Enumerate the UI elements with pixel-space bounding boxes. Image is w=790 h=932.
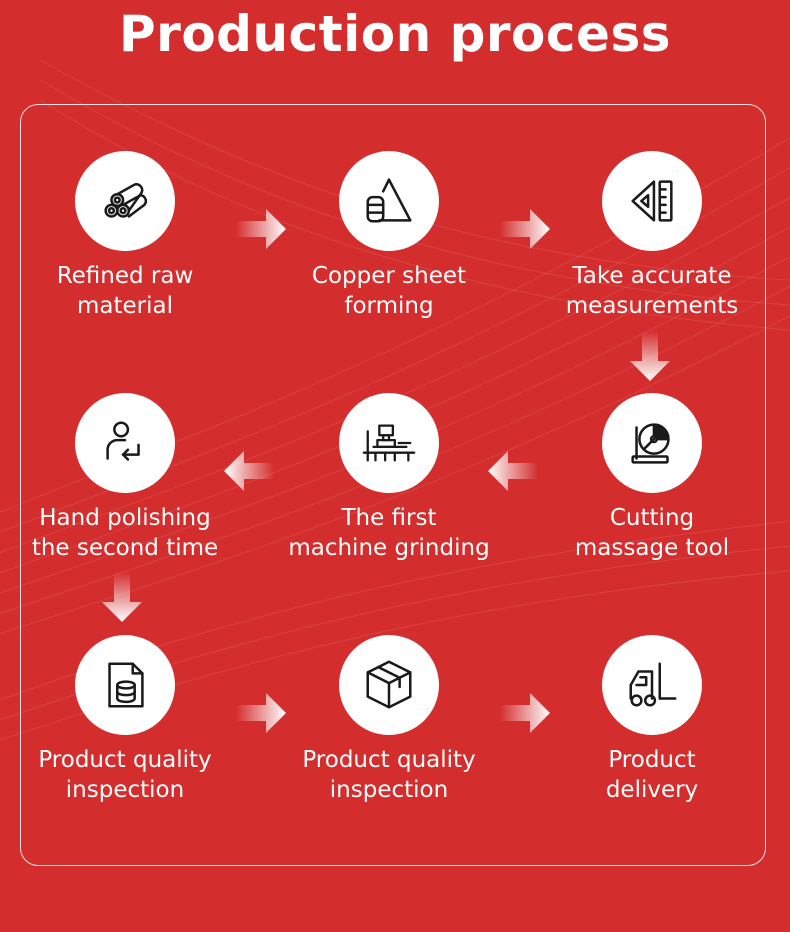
- arrow-right-icon: [500, 693, 550, 733]
- step-icon-circle: [339, 151, 439, 251]
- step-icon-circle: [602, 393, 702, 493]
- arrow-right-icon: [500, 209, 550, 249]
- step-label: Product quality inspection: [38, 747, 212, 803]
- grinding-machine-icon: [362, 424, 416, 462]
- arrow-left-icon: [224, 451, 274, 491]
- step-label: Cutting massage tool: [574, 505, 730, 561]
- arrow-down-icon: [102, 572, 142, 622]
- ruler-triangle-icon: [631, 180, 673, 222]
- step-icon-circle: [75, 635, 175, 735]
- process-panel: [20, 104, 766, 866]
- pipes-icon: [104, 183, 148, 218]
- step-label: The first machine grinding: [288, 505, 490, 561]
- arrow-right-icon: [236, 209, 286, 249]
- step-label: Hand polishing the second time: [31, 505, 219, 561]
- page-title: Production process: [119, 5, 671, 63]
- step-icon-circle: [75, 151, 175, 251]
- worker-return-icon: [106, 421, 140, 461]
- step-label: Product quality inspection: [302, 747, 476, 803]
- cone-barrel-icon: [366, 178, 412, 223]
- forklift-icon: [629, 662, 677, 707]
- step-icon-circle: [602, 635, 702, 735]
- step-label: Refined raw material: [56, 263, 194, 319]
- step-label: Copper sheet forming: [311, 263, 467, 319]
- step-icon-circle: [339, 635, 439, 735]
- step-icon-circle: [602, 151, 702, 251]
- step-icon-circle: [339, 393, 439, 493]
- step-icon-circle: [75, 393, 175, 493]
- step-label: Take accurate measurements: [565, 263, 739, 319]
- arrow-right-icon: [236, 693, 286, 733]
- document-database-icon: [108, 662, 144, 708]
- circular-saw-icon: [631, 423, 670, 464]
- arrow-left-icon: [488, 451, 538, 491]
- step-label: Product delivery: [605, 747, 699, 803]
- arrow-down-icon: [630, 331, 670, 381]
- box-icon: [366, 660, 412, 709]
